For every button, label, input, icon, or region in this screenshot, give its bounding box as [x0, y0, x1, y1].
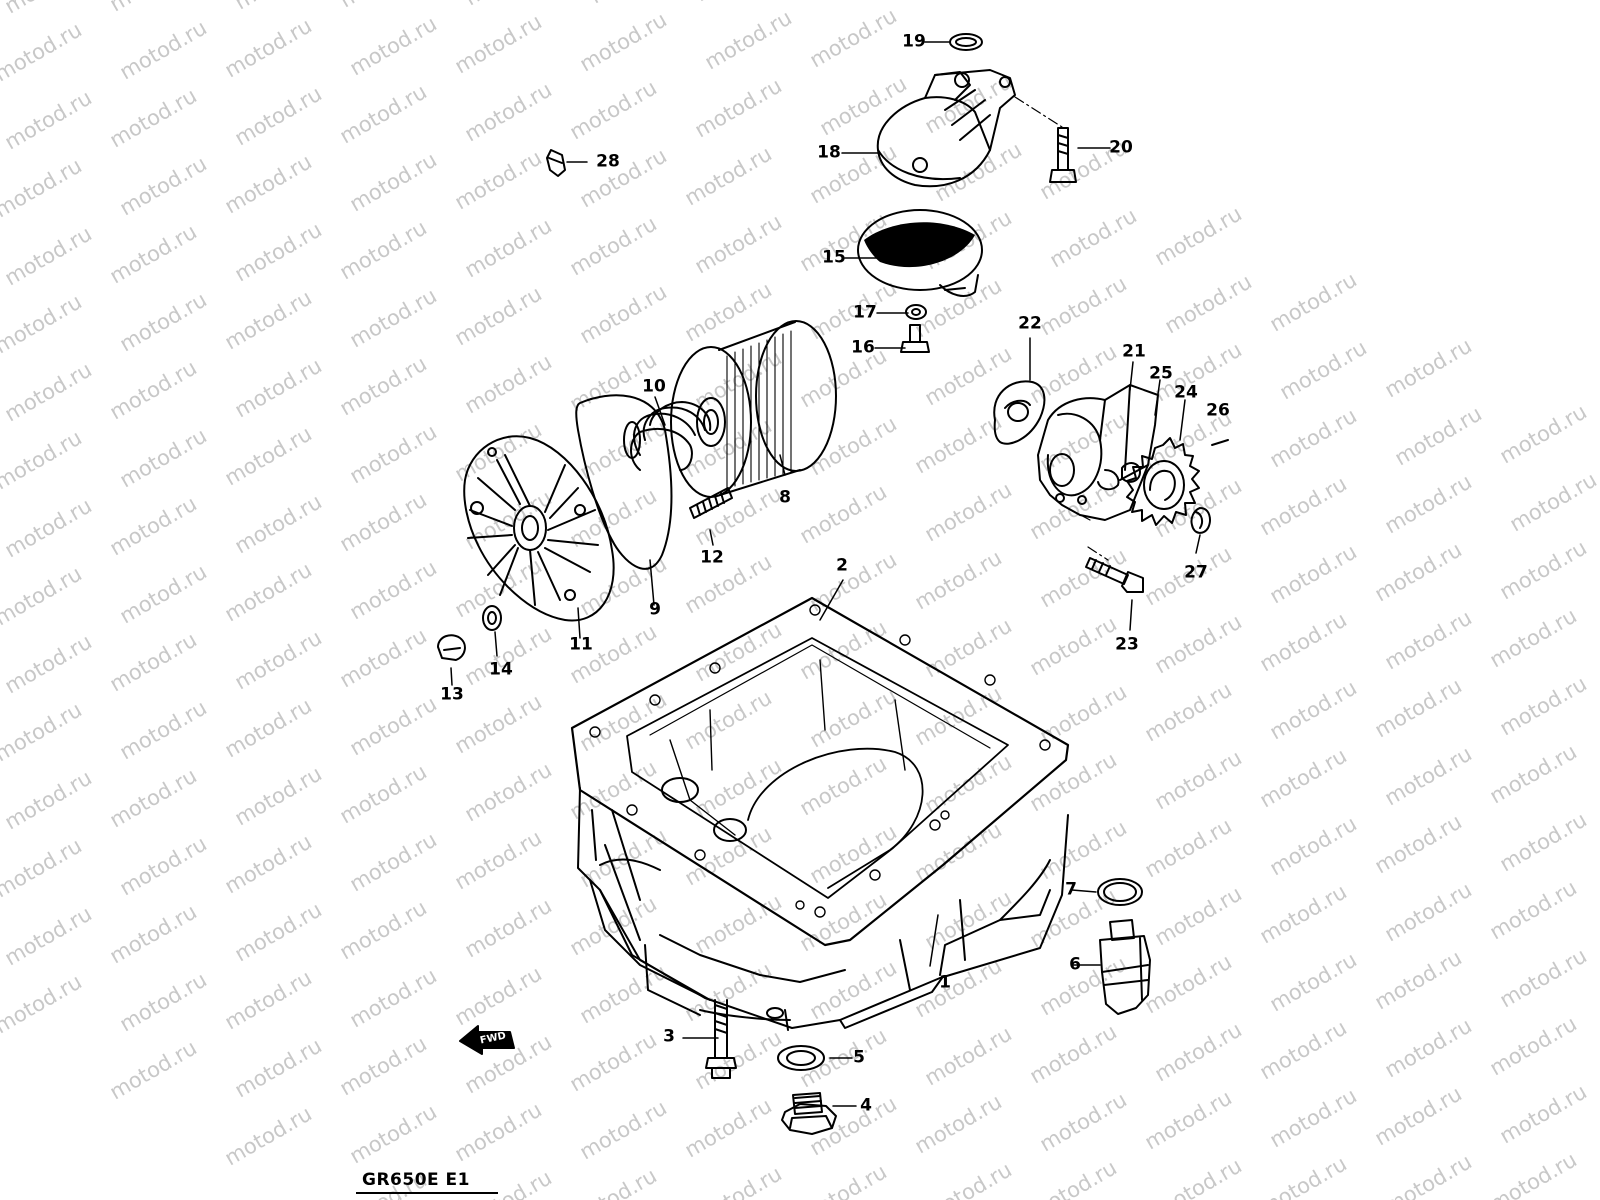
caption-underline [356, 1192, 498, 1194]
pin-26 [1211, 439, 1229, 446]
part-label-16: 16 [851, 337, 875, 358]
drain-plug [781, 1092, 837, 1135]
part-label-14: 14 [489, 659, 513, 680]
fwd-arrow [459, 1025, 515, 1055]
o-ring-19 [949, 33, 983, 51]
dowel-28 [546, 149, 566, 177]
pump-gear [1126, 437, 1200, 526]
part-label-21: 21 [1122, 341, 1146, 362]
part-label-7: 7 [1065, 879, 1077, 900]
washer-14 [482, 605, 502, 631]
pan-bolt [705, 999, 737, 1079]
part-label-3: 3 [663, 1026, 675, 1047]
part-label-5: 5 [853, 1047, 865, 1068]
part-label-18: 18 [817, 142, 841, 163]
part-label-28: 28 [596, 151, 620, 172]
pump-bolt [1085, 557, 1144, 593]
pump-gasket [993, 380, 1046, 445]
strainer-bolt [900, 324, 930, 353]
filter-cover [463, 435, 615, 622]
part-label-13: 13 [440, 684, 464, 705]
drain-washer [777, 1045, 825, 1071]
part-label-24: 24 [1174, 382, 1198, 403]
part-label-22: 22 [1018, 313, 1042, 334]
part-label-17: 17 [853, 302, 877, 323]
part-label-6: 6 [1069, 954, 1081, 975]
o-ring-7 [1097, 878, 1143, 906]
leader-lines [450, 41, 1201, 1107]
oil-pump [1037, 384, 1159, 521]
diagram-caption: GR650E E1 [362, 1170, 471, 1190]
part-label-4: 4 [860, 1095, 872, 1116]
strainer-housing [876, 69, 1016, 188]
part-label-1: 1 [939, 972, 951, 993]
part-label-23: 23 [1115, 634, 1139, 655]
washer-25 [1121, 462, 1141, 483]
part-label-15: 15 [822, 247, 846, 268]
cap-nut [437, 634, 466, 661]
part-label-9: 9 [649, 599, 661, 620]
oil-pan-gasket [570, 596, 1070, 947]
part-label-20: 20 [1109, 137, 1133, 158]
part-label-26: 26 [1206, 400, 1230, 421]
housing-bolt [1049, 127, 1077, 183]
part-label-19: 19 [902, 31, 926, 52]
part-label-8: 8 [779, 487, 791, 508]
part-label-27: 27 [1184, 562, 1208, 583]
oil-filter [670, 320, 837, 498]
part-label-12: 12 [700, 547, 724, 568]
part-label-10: 10 [642, 376, 666, 397]
oil-pan [577, 787, 1069, 1031]
part-label-2: 2 [836, 555, 848, 576]
filter-stud [689, 487, 733, 519]
oil-strainer [857, 209, 983, 297]
o-ring-9 [575, 394, 673, 570]
circlip [1190, 507, 1211, 534]
oil-plug [1099, 919, 1151, 1015]
part-label-11: 11 [569, 634, 593, 655]
washer-17 [905, 304, 927, 320]
filter-spring [623, 401, 712, 471]
part-label-25: 25 [1149, 363, 1173, 384]
